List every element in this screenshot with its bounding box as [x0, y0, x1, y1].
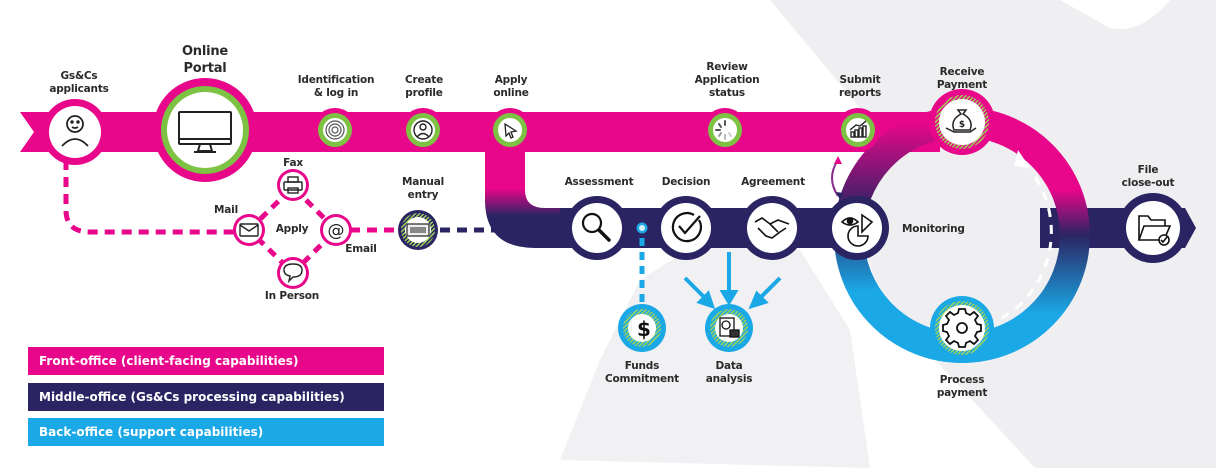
label-create-profile: Create profile [404, 74, 444, 99]
ring-right-arc [961, 107, 1090, 363]
label-identification-log-in: Identification & log in [297, 74, 375, 99]
node-receive-payment[interactable]: $ [929, 89, 995, 155]
handshake-icon [754, 217, 790, 239]
data-analysis-arrows [683, 252, 782, 310]
node-gs-cs-applicants[interactable] [42, 99, 108, 165]
label-decision: Decision [661, 176, 711, 188]
applicant-dashed-path [63, 160, 240, 235]
label-apply-center: Apply [275, 223, 309, 235]
node-monitoring[interactable] [825, 196, 889, 260]
check-circle-icon [671, 212, 702, 243]
node-funds-commitment[interactable]: $ [618, 304, 666, 352]
node-manual-entry[interactable] [398, 210, 438, 250]
node-assessment[interactable] [565, 196, 629, 260]
eye-pie-chart-icon [840, 213, 874, 247]
label-receive-payment: Receive Payment [936, 66, 988, 91]
label-mail: Mail [214, 204, 238, 216]
envelope-icon [239, 223, 259, 237]
channel-fax[interactable] [277, 169, 309, 201]
legend-back-office: Back-office (support capabilities) [28, 418, 384, 446]
ring-dashed-arrow-path [969, 169, 1053, 332]
person-icon [61, 115, 89, 147]
node-submit-reports[interactable] [836, 108, 880, 152]
label-file-close-out: File close-out [1121, 164, 1175, 189]
label-data-analysis: Data analysis [705, 360, 753, 385]
funds-commitment-connector-dot [634, 220, 650, 236]
arrowhead-down-icon [836, 192, 844, 200]
folder-check-icon [1137, 215, 1172, 246]
bar-chart-icon [849, 120, 867, 138]
node-review-application-status[interactable] [703, 108, 747, 152]
label-apply-online: Apply online [493, 74, 529, 99]
user-profile-icon [413, 120, 433, 140]
cursor-icon [504, 122, 518, 139]
node-online-portal[interactable] [153, 78, 257, 182]
channel-email[interactable]: @ [320, 214, 352, 246]
money-bag-hand-icon: $ [945, 109, 977, 133]
channel-mail[interactable] [233, 214, 265, 246]
ring-arrowhead-icon [1014, 150, 1030, 168]
keyboard-icon [406, 223, 430, 237]
node-process-payment[interactable] [930, 296, 994, 360]
node-data-analysis[interactable] [705, 304, 753, 352]
report-chart-icon [719, 317, 740, 338]
label-gs-cs-applicants: Gs&Cs applicants [49, 70, 109, 95]
monitor-icon [178, 111, 232, 153]
submit-monitoring-arrow [831, 159, 839, 197]
node-apply-online[interactable] [488, 108, 532, 152]
label-submit-reports: Submit reports [838, 74, 882, 99]
speech-bubble-icon [283, 263, 303, 284]
node-decision[interactable] [654, 196, 718, 260]
node-identification-log-in[interactable] [313, 108, 357, 152]
label-review-application-status: Review Application status [694, 61, 760, 99]
label-online-portal: Online Portal [181, 44, 229, 76]
fingerprint-icon [325, 120, 345, 140]
label-process-payment: Process payment [936, 374, 988, 399]
magnifier-icon [581, 212, 611, 242]
label-email: Email [345, 243, 377, 255]
legend-front-office: Front-office (client-facing capabilities… [28, 347, 384, 375]
gear-icon [942, 308, 982, 348]
printer-icon [283, 176, 303, 194]
loading-spinner-icon [715, 120, 732, 140]
at-sign-icon: @ [328, 221, 345, 241]
label-in-person: In Person [264, 290, 320, 302]
channel-in-person[interactable] [277, 257, 309, 289]
label-monitoring: Monitoring [902, 223, 965, 235]
svg-text:$: $ [959, 120, 965, 130]
label-assessment: Assessment [564, 176, 634, 188]
dollar-lock-icon: $ [637, 317, 651, 341]
label-funds-commitment: Funds Commitment [605, 360, 679, 385]
node-agreement[interactable] [740, 196, 804, 260]
arrowhead-up-icon [834, 156, 842, 164]
label-manual-entry: Manual entry [402, 176, 444, 201]
node-create-profile[interactable] [401, 108, 445, 152]
legend-middle-office: Middle-office (Gs&Cs processing capabili… [28, 383, 384, 411]
node-file-close-out[interactable] [1118, 193, 1188, 263]
label-agreement: Agreement [741, 176, 805, 188]
label-fax: Fax [283, 157, 303, 169]
